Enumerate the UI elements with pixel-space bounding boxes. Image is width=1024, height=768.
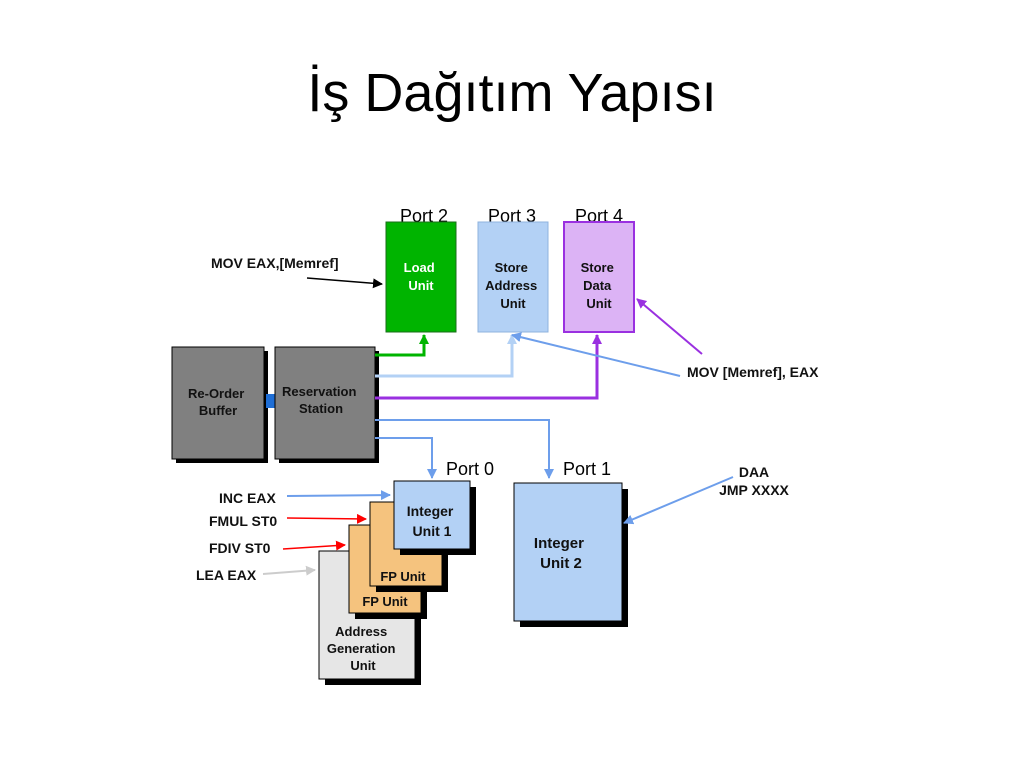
arrow-mov-load: [306, 277, 383, 289]
dispatch-line-port-0: [375, 437, 437, 479]
arrow-lea: [262, 565, 316, 576]
dispatch-line-port-2: [375, 334, 429, 357]
store-data-unit-box: [563, 221, 635, 333]
arrow-fdiv: [282, 540, 346, 551]
rob-rs-connector: [266, 394, 276, 408]
port-0-label: Port 0: [446, 459, 494, 479]
integer-unit-2-box: [513, 482, 623, 622]
fp-unit-b-label: FP Unit: [362, 594, 408, 609]
reservation-station-label: Reservation Station: [282, 384, 360, 416]
load-unit-label: Load Unit: [404, 260, 439, 293]
agu-label: Address Generation Unit: [327, 624, 399, 673]
instr-jmp: JMP XXXX: [719, 482, 789, 498]
store-data-unit-label: Store Data Unit: [581, 260, 618, 311]
integer-unit-2-label: Integer Unit 2: [534, 535, 588, 572]
port-3-label: Port 3: [488, 206, 536, 226]
instr-mov-store: MOV [Memref], EAX: [687, 364, 819, 380]
instr-inc: INC EAX: [219, 490, 276, 506]
dispatch-line-port-1: [375, 419, 554, 479]
arrow-mov-store-address: [511, 332, 681, 377]
instr-lea: LEA EAX: [196, 567, 257, 583]
dispatch-line-port-4: [375, 334, 602, 400]
instr-daa: DAA: [739, 464, 769, 480]
arrow-fmul: [286, 513, 367, 524]
integer-unit-1-label: Integer Unit 1: [407, 503, 458, 539]
reorder-buffer-label: Re-Order Buffer: [188, 386, 248, 418]
reorder-buffer-box: [171, 346, 265, 460]
port-1-label: Port 1: [563, 459, 611, 479]
instr-fmul: FMUL ST0: [209, 513, 277, 529]
port-2-label: Port 2: [400, 206, 448, 226]
arrow-mov-store-data: [636, 298, 703, 355]
store-address-unit-label: Store Address Unit: [485, 260, 541, 311]
arrow-inc: [286, 490, 391, 501]
fp-unit-a-label: FP Unit: [380, 569, 426, 584]
load-unit-box: [385, 221, 457, 333]
dispatch-line-port-3: [375, 334, 517, 378]
arrow-daa-jmp: [623, 476, 734, 525]
reservation-station-box: [274, 346, 376, 460]
integer-unit-1-box: [393, 480, 471, 550]
instr-fdiv: FDIV ST0: [209, 540, 271, 556]
instr-mov-load: MOV EAX,[Memref]: [211, 255, 339, 271]
slide-title: İş Dağıtım Yapısı: [307, 63, 717, 123]
store-address-unit-box: [477, 221, 549, 333]
